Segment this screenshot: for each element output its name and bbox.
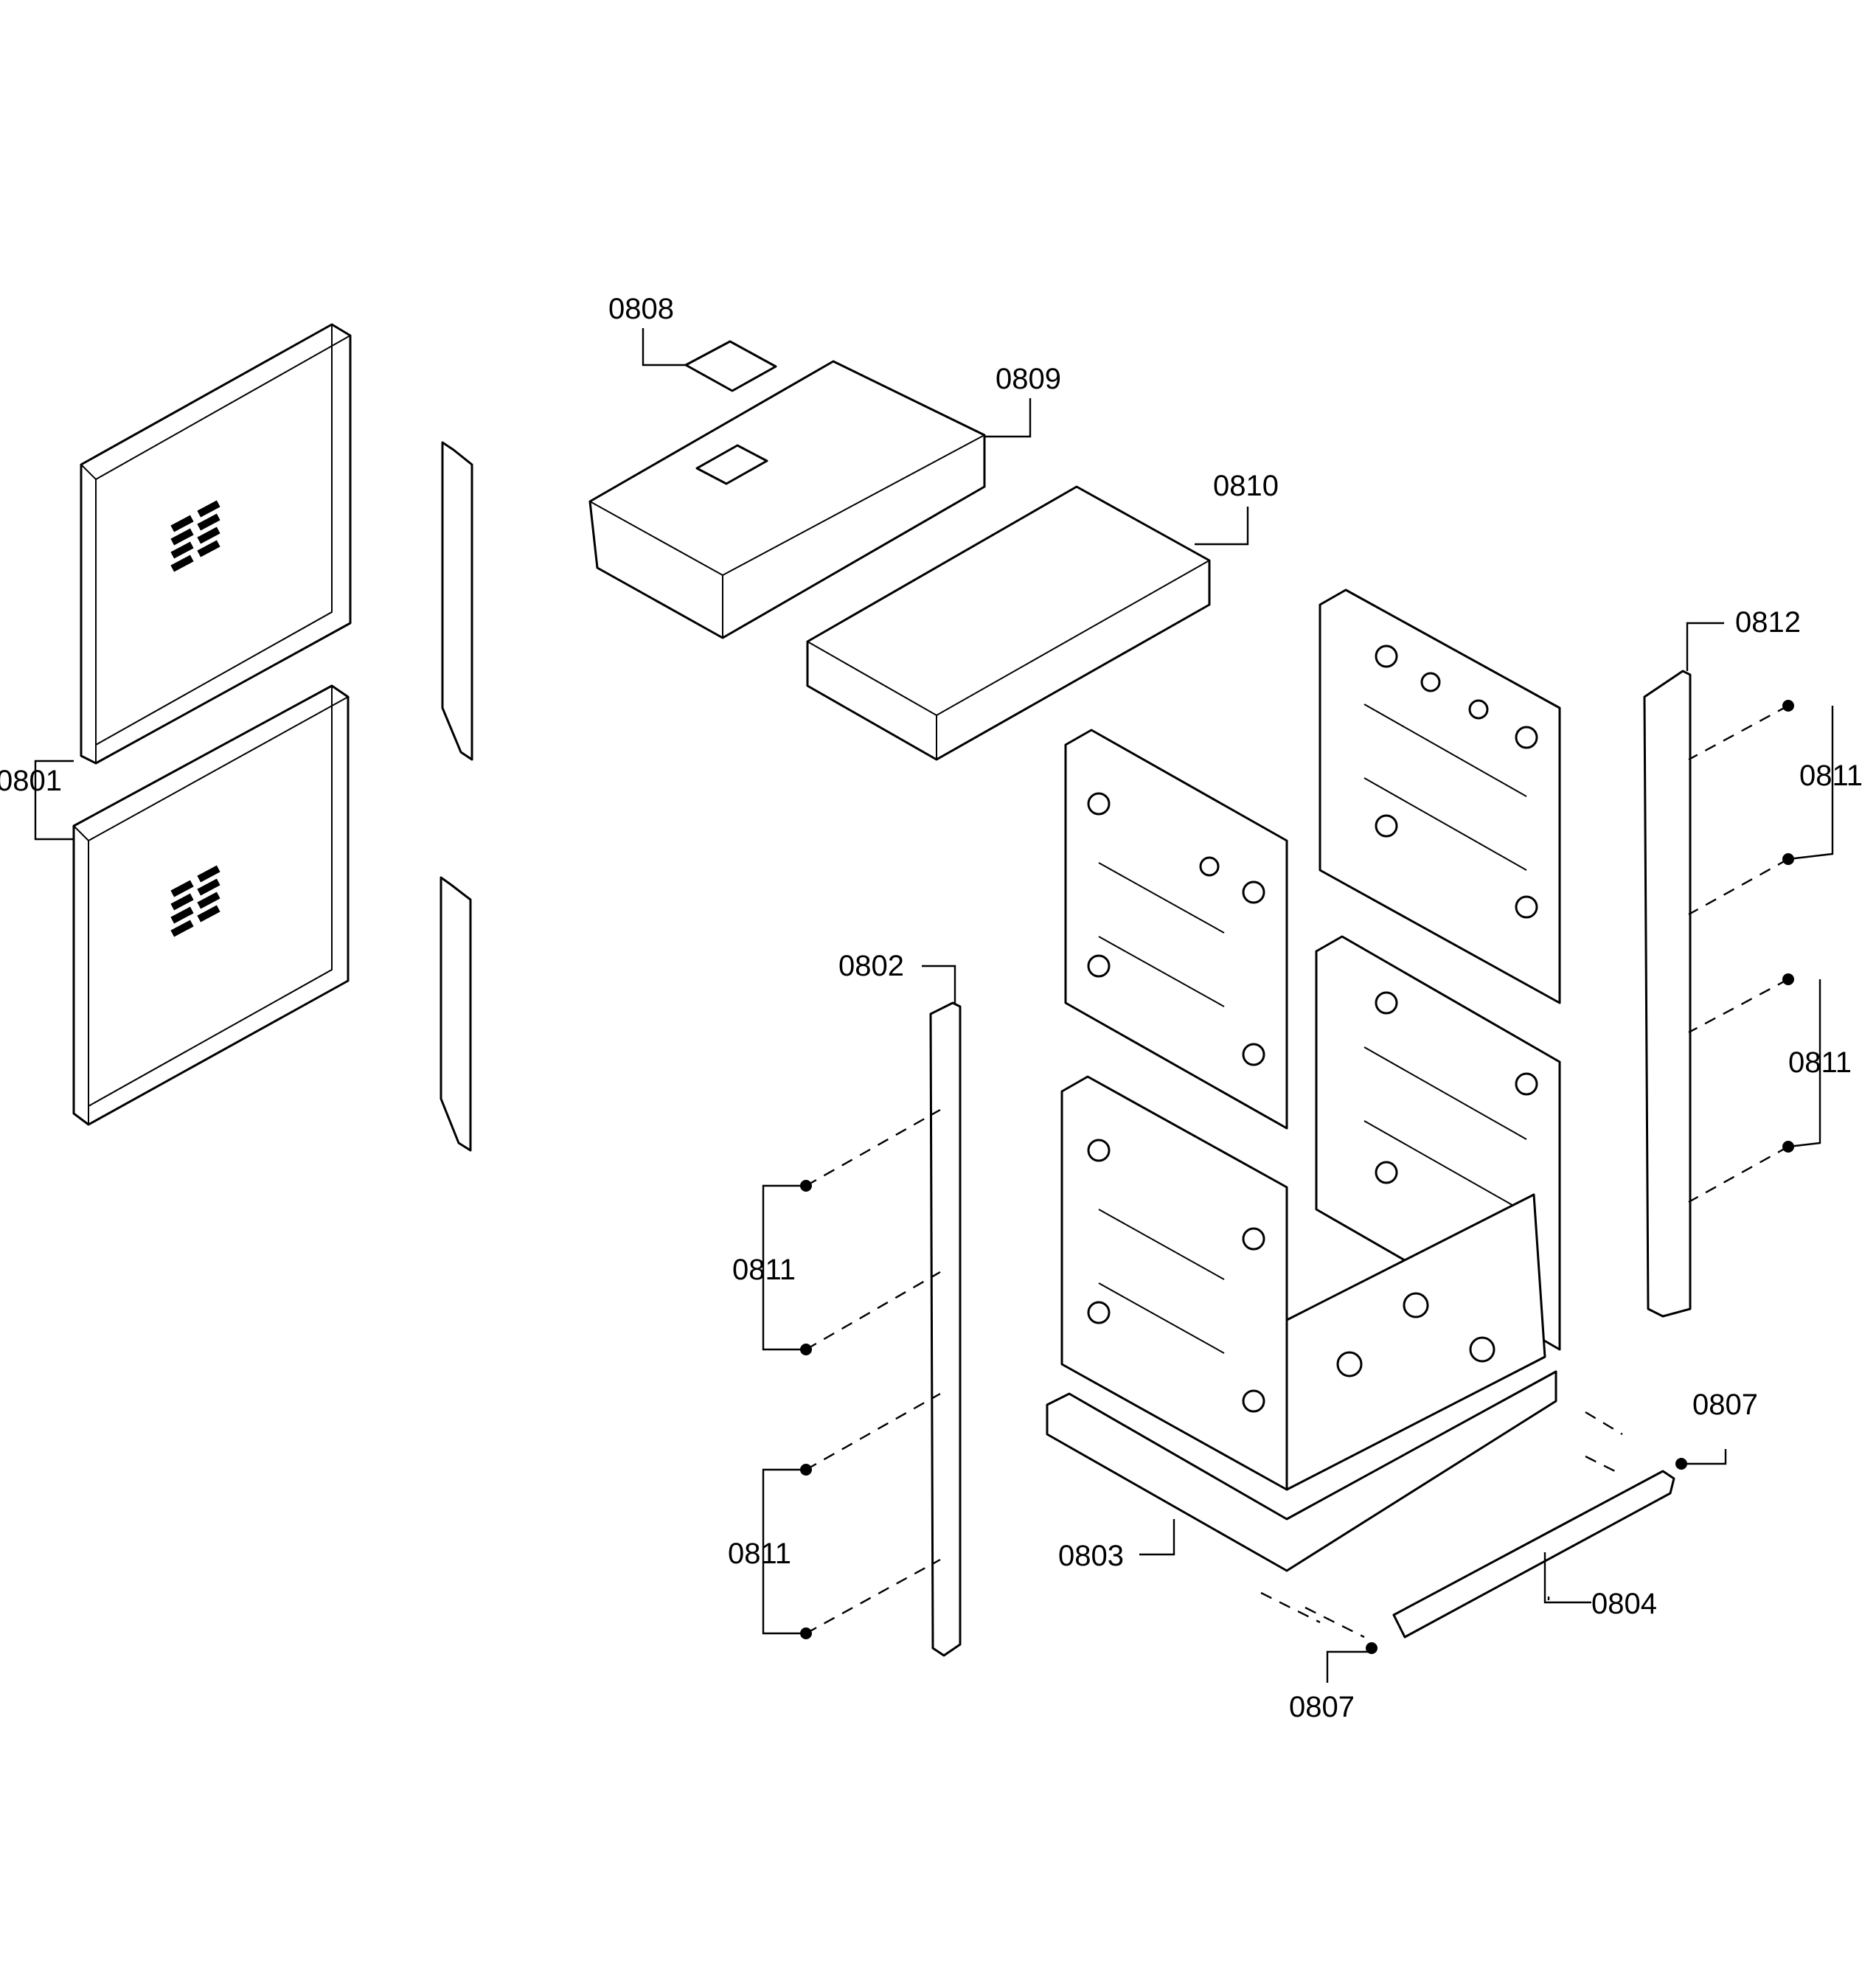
front-rail — [1392, 1470, 1675, 1639]
cover-plate-slot — [695, 444, 768, 485]
callout-0811-right-lower: 0811 — [1788, 1046, 1852, 1079]
top-cover — [588, 360, 986, 639]
callout-0808: 0808 — [608, 293, 674, 325]
air-duct — [806, 485, 1211, 761]
screws — [800, 700, 1794, 1654]
bracket-strip-upper — [441, 441, 473, 761]
callout-0811-left-upper: 0811 — [732, 1254, 796, 1286]
side-panel-upper — [80, 323, 352, 765]
trim-strip-left — [929, 1001, 962, 1657]
callout-0811-left-lower: 0811 — [728, 1538, 791, 1570]
callout-0802: 0802 — [838, 950, 904, 982]
alignment-lines — [805, 704, 1789, 1639]
callout-0810: 0810 — [1213, 470, 1279, 502]
bracket-strip-lower — [440, 876, 472, 1152]
oven-frame-front-upper — [1064, 729, 1288, 1130]
callout-0809: 0809 — [996, 363, 1061, 395]
base-pan — [1046, 1370, 1557, 1572]
oven-floor — [1285, 1193, 1546, 1491]
vent-slots-upper — [170, 500, 220, 572]
trim-strip-right — [1643, 670, 1692, 1318]
callout-0811-right-upper: 0811 — [1799, 760, 1863, 792]
callout-0801: 0801 — [0, 765, 62, 797]
vent-slots-lower — [170, 865, 220, 937]
side-panel-lower — [72, 684, 350, 1126]
callout-0804: 0804 — [1591, 1588, 1657, 1620]
leader-lines — [34, 328, 1834, 1683]
cover-plate — [684, 340, 777, 392]
oven-frame-back-upper — [1319, 588, 1561, 1004]
callout-0807-bottom: 0807 — [1289, 1691, 1355, 1723]
callout-0803: 0803 — [1058, 1540, 1124, 1572]
callout-0807-right: 0807 — [1692, 1389, 1758, 1421]
callout-0812: 0812 — [1735, 606, 1801, 639]
